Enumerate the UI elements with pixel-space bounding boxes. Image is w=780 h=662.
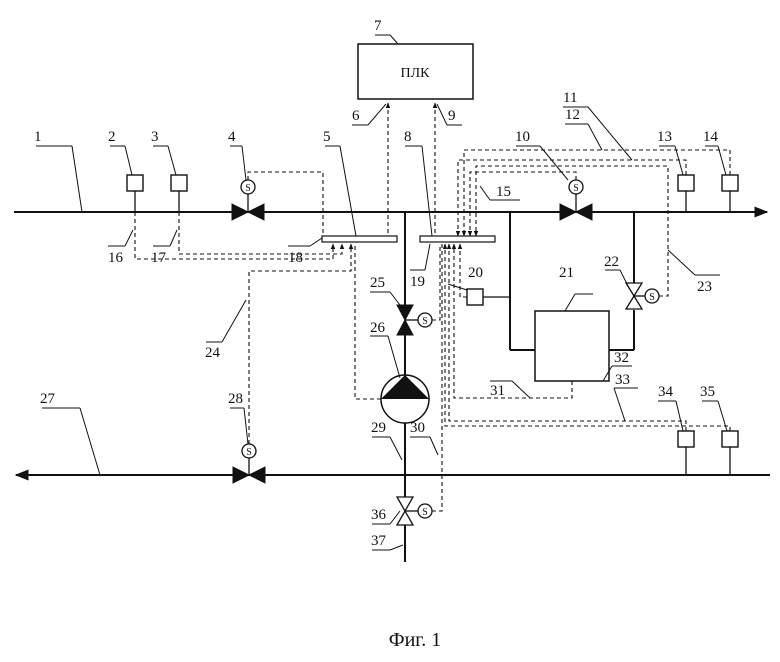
label-3: 3 xyxy=(151,129,159,145)
svg-text:S: S xyxy=(649,292,655,303)
label-23: 23 xyxy=(697,279,712,295)
sensor-35 xyxy=(722,431,738,447)
label-16: 16 xyxy=(108,250,124,266)
sensor-14 xyxy=(722,175,738,191)
label-17: 17 xyxy=(151,250,167,266)
actuator-mark: S xyxy=(573,183,579,194)
label-20: 20 xyxy=(468,265,483,281)
label-18: 18 xyxy=(288,250,303,266)
label-8: 8 xyxy=(404,129,412,145)
label-15: 15 xyxy=(496,184,511,200)
unit-21 xyxy=(535,311,609,381)
valve-36: S xyxy=(397,497,432,525)
label-12: 12 xyxy=(565,107,580,123)
sensor-2 xyxy=(127,175,143,191)
label-33: 33 xyxy=(615,372,630,388)
label-14: 14 xyxy=(703,129,719,145)
label-30: 30 xyxy=(410,420,425,436)
actuator-mark: S xyxy=(245,183,251,194)
label-27: 27 xyxy=(40,391,56,407)
leader-lines xyxy=(36,35,727,550)
label-34: 34 xyxy=(658,384,674,400)
valve-22: S xyxy=(626,283,659,309)
label-31: 31 xyxy=(490,383,505,399)
plc-label: ПЛК xyxy=(401,66,431,81)
label-4: 4 xyxy=(228,129,236,145)
valve-10: S xyxy=(560,180,592,220)
reference-numbers: 1 2 3 4 5 6 7 8 9 10 11 12 13 14 15 16 1… xyxy=(34,18,719,549)
label-10: 10 xyxy=(515,129,530,145)
label-29: 29 xyxy=(371,420,386,436)
sensor-20 xyxy=(467,289,483,305)
label-13: 13 xyxy=(657,129,672,145)
label-9: 9 xyxy=(448,108,456,124)
label-26: 26 xyxy=(370,320,386,336)
label-35: 35 xyxy=(700,384,715,400)
figure-caption: Фиг. 1 xyxy=(389,629,441,651)
label-6: 6 xyxy=(352,108,360,124)
label-36: 36 xyxy=(371,507,387,523)
label-19: 19 xyxy=(410,274,425,290)
label-2: 2 xyxy=(108,129,116,145)
valve-28: S xyxy=(233,444,265,483)
bus-5 xyxy=(322,236,397,242)
label-28: 28 xyxy=(228,391,243,407)
label-7: 7 xyxy=(374,18,382,34)
label-37: 37 xyxy=(371,533,387,549)
label-24: 24 xyxy=(205,345,221,361)
label-21: 21 xyxy=(559,265,574,281)
label-11: 11 xyxy=(563,90,577,106)
bus-8 xyxy=(420,236,495,242)
valve-25: S xyxy=(397,305,432,335)
label-32: 32 xyxy=(614,350,629,366)
label-5: 5 xyxy=(323,129,331,145)
label-22: 22 xyxy=(604,254,619,270)
sensor-3 xyxy=(171,175,187,191)
label-25: 25 xyxy=(370,275,385,291)
sensor-34 xyxy=(678,431,694,447)
svg-text:S: S xyxy=(422,507,428,518)
label-1: 1 xyxy=(34,129,42,145)
sensor-13 xyxy=(678,175,694,191)
svg-text:S: S xyxy=(246,447,252,458)
valve-4: S xyxy=(232,180,264,220)
svg-text:S: S xyxy=(422,316,428,327)
pump-26 xyxy=(381,375,429,423)
